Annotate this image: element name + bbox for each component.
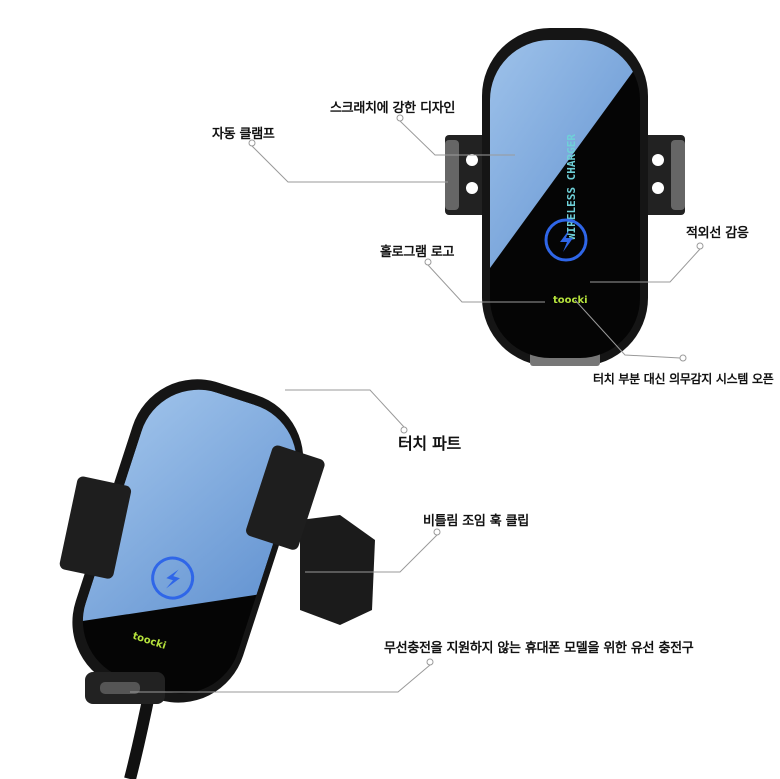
left-clamp-arm (59, 476, 132, 579)
vent-clip (300, 515, 375, 625)
bottom-charger-device: toocki (59, 374, 375, 779)
wireless-charge-ring (544, 218, 588, 262)
right-clamp-arm (246, 445, 325, 550)
usb-port (100, 682, 140, 694)
callout-hologram-logo: 홀로그램 로고 (380, 245, 455, 260)
callout-infrared-sensor: 적외선 감응 (686, 226, 749, 241)
callout-sensor-system: 터치 부분 대신 의무감지 시스템 오픈 (593, 372, 774, 386)
callout-hook-clip: 비틀림 조임 훅 클립 (423, 514, 529, 529)
callout-lines (130, 114, 704, 693)
lightning-icon (560, 230, 573, 252)
screen-text: WIRELESS CHARGER (565, 134, 578, 240)
callout-touch-part: 터치 파트 (398, 434, 461, 453)
hologram-logo: toocki (553, 295, 588, 306)
top-charger-device: WIRELESS CHARGER toocki (445, 28, 685, 366)
callout-scratch-resistant: 스크래치에 강한 디자인 (330, 101, 456, 116)
callout-auto-clamp: 자동 클램프 (212, 127, 275, 142)
callout-wired-port: 무선충전을 지원하지 않는 휴대폰 모델을 위한 유선 충전구 (384, 641, 694, 656)
